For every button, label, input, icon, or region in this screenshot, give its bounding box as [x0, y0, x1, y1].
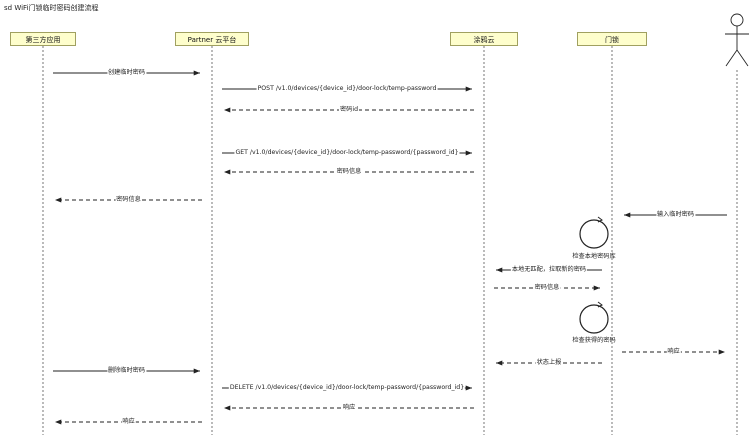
participant-app: 第三方应用 — [10, 32, 76, 46]
self-loop-10 — [579, 304, 609, 334]
self-message-label: 检查本地密码库 — [572, 253, 616, 260]
self-message-label: 检查获得的密码 — [572, 337, 616, 344]
message-label: 密码信息 — [533, 284, 561, 292]
message-label: 本地无匹配，拉取新的密码 — [510, 266, 588, 274]
message-label: DELETE /v1.0/devices/{device_id}/door-lo… — [228, 384, 466, 392]
diagram-title: sd WiFi门锁临时密码创建流程 — [4, 4, 99, 12]
message-label: 密码id — [338, 106, 360, 114]
message-label: 响应 — [341, 404, 357, 412]
message-label: 密码信息 — [115, 196, 142, 204]
message-label: 创建临时密码 — [106, 69, 147, 77]
message-label: POST /v1.0/devices/{device_id}/door-lock… — [256, 85, 438, 93]
participant-partner: Partner 云平台 — [175, 32, 249, 46]
message-label: 输入临时密码 — [655, 211, 696, 219]
message-label: GET /v1.0/devices/{device_id}/door-lock/… — [234, 149, 460, 157]
message-label: 响应 — [666, 348, 681, 356]
self-loop-7 — [579, 219, 609, 249]
message-label: 状态上报 — [535, 359, 563, 367]
message-label: 删除临时密码 — [106, 367, 147, 375]
message-label: 密码信息 — [335, 168, 363, 176]
message-label: 响应 — [121, 418, 136, 426]
participant-lock: 门锁 — [577, 32, 647, 46]
participant-tuya: 涂鸦云 — [450, 32, 518, 46]
user-actor-icon — [725, 13, 749, 67]
